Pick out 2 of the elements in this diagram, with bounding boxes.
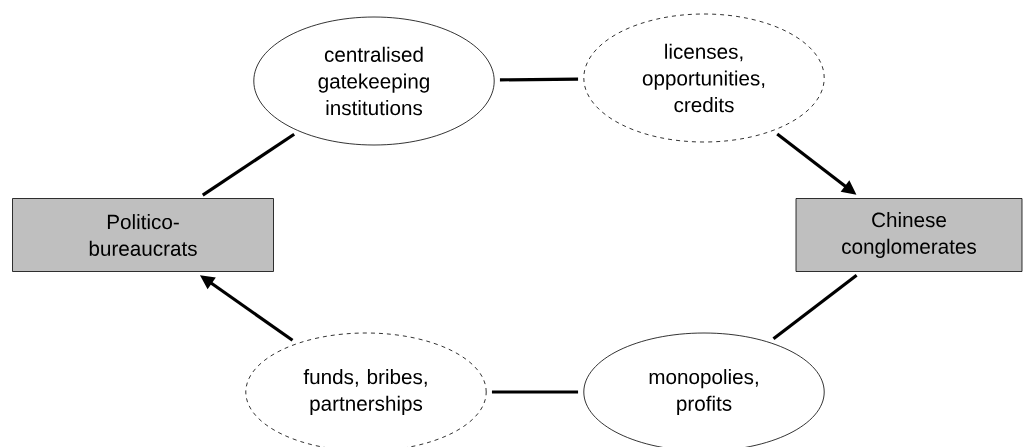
- actor-box: Politico- bureaucrats: [12, 198, 274, 272]
- actor-box: Chinese conglomerates: [795, 198, 1023, 272]
